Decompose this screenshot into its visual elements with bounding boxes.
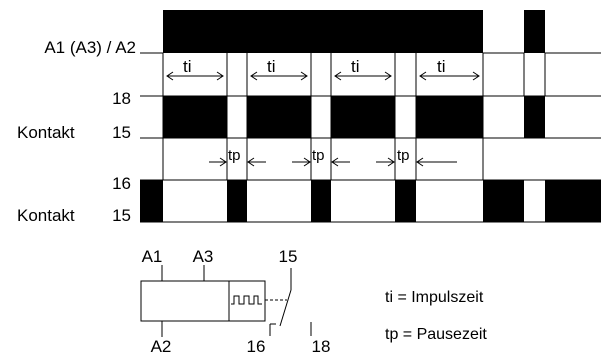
contact-16-block-4 bbox=[395, 180, 416, 222]
contact-18-pulse-1 bbox=[163, 96, 227, 138]
contact-18-pulse-4 bbox=[416, 96, 483, 138]
tp-arrowhead bbox=[387, 157, 395, 167]
terminal-15b-label: 15 bbox=[112, 206, 131, 225]
ti-arrowhead-right-2 bbox=[300, 71, 308, 81]
t16-label: 16 bbox=[247, 337, 266, 354]
contact-no-label: Kontakt bbox=[17, 206, 75, 225]
ti-label-4: ti bbox=[437, 57, 446, 76]
supply-label: A1 (A3) / A2 bbox=[44, 38, 136, 57]
terminal-16-label: 16 bbox=[112, 174, 131, 193]
contact-16-block-5 bbox=[483, 180, 524, 222]
time-guides bbox=[162, 53, 546, 180]
t15-label: 15 bbox=[279, 247, 298, 266]
contact-16-block-1 bbox=[140, 180, 163, 222]
tp-arrowhead bbox=[247, 157, 255, 167]
a2-label: A2 bbox=[151, 337, 172, 354]
contact-nc-label: Kontakt bbox=[17, 123, 75, 142]
supply-on-pulse-2 bbox=[524, 10, 545, 53]
contact-18-row: 18 Kontakt 15 bbox=[17, 89, 601, 142]
a3-label: A3 bbox=[193, 247, 214, 266]
t18-label: 18 bbox=[312, 337, 331, 354]
tp-dimensions: tp tp tp bbox=[209, 147, 457, 167]
contact-blade bbox=[279, 289, 292, 327]
relay-schematic: A1 A3 A2 15 16 18 bbox=[140, 247, 331, 354]
ti-arrowhead-left-1 bbox=[166, 71, 174, 81]
ti-label-2: ti bbox=[267, 57, 276, 76]
ti-label-1: ti bbox=[183, 57, 192, 76]
contact-16-block-3 bbox=[311, 180, 331, 222]
legend-tp: tp = Pausezeit bbox=[385, 326, 487, 343]
terminal-15a-label: 15 bbox=[112, 123, 131, 142]
relay-coil-box bbox=[140, 280, 230, 322]
tp-label-2: tp bbox=[312, 147, 325, 164]
legend-ti: ti = Impulszeit bbox=[385, 289, 484, 306]
contact-18-pulse-2 bbox=[247, 96, 311, 138]
tp-arrowhead bbox=[416, 157, 424, 167]
tp-arrowhead bbox=[331, 157, 339, 167]
contact-16-row: 16 Kontakt 15 bbox=[17, 174, 601, 225]
ti-dimensions: ti ti ti ti bbox=[166, 57, 480, 81]
terminal-18-label: 18 bbox=[112, 89, 131, 108]
ti-arrowhead-left-4 bbox=[419, 71, 427, 81]
contact-18-pulse-5 bbox=[524, 96, 545, 138]
legend: ti = Impulszeit tp = Pausezeit bbox=[385, 289, 487, 343]
tp-label-1: tp bbox=[228, 147, 241, 164]
a1-label: A1 bbox=[142, 247, 163, 266]
relay-timer-box bbox=[228, 280, 266, 322]
contact-16-block-2 bbox=[227, 180, 247, 222]
contact-18-pulse-3 bbox=[331, 96, 395, 138]
tp-arrowhead bbox=[303, 157, 311, 167]
ti-label-3: ti bbox=[351, 57, 360, 76]
supply-row: A1 (A3) / A2 bbox=[44, 10, 601, 57]
ti-arrowhead-left-2 bbox=[250, 71, 258, 81]
ti-arrowhead-left-3 bbox=[334, 71, 342, 81]
ti-arrowhead-right-4 bbox=[472, 71, 480, 81]
tp-arrowhead bbox=[219, 157, 227, 167]
contact-16-block-6 bbox=[545, 180, 601, 222]
ti-arrowhead-right-3 bbox=[384, 71, 392, 81]
pulse-symbol-icon bbox=[231, 295, 262, 305]
ti-arrowhead-right-1 bbox=[216, 71, 224, 81]
supply-on-pulse-1 bbox=[163, 10, 483, 53]
tp-label-3: tp bbox=[397, 147, 410, 164]
